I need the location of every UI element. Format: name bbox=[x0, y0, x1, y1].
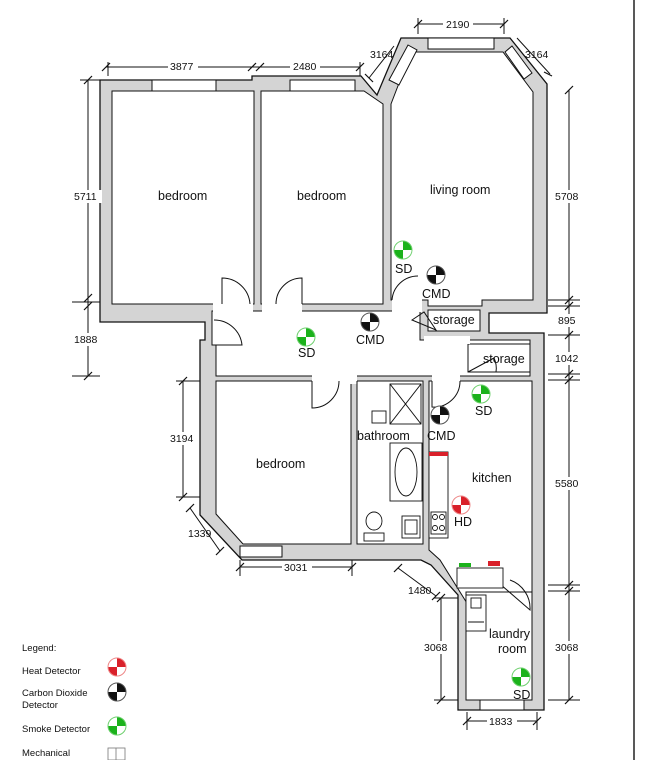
dim-bay-left: 3164 bbox=[370, 49, 394, 61]
carbon-detector-icon bbox=[430, 405, 450, 425]
dim-laundry-diag: 1480 bbox=[408, 585, 432, 597]
detector-label-sd-kitchen: SD bbox=[475, 404, 492, 418]
room-label-bedroom-3: bedroom bbox=[256, 457, 305, 471]
dim-left-upper: 5711 bbox=[74, 191, 97, 203]
door-kitchen bbox=[431, 380, 461, 408]
room-label-living-room: living room bbox=[430, 183, 490, 197]
detector-label-cmd-hall: CMD bbox=[356, 333, 384, 347]
window-laundry bbox=[479, 699, 525, 711]
dim-right-laundry: 3068 bbox=[555, 642, 579, 654]
dim-laundry-left: 3068 bbox=[424, 642, 448, 654]
detector-label-hd-kitchen: HD bbox=[454, 515, 472, 529]
room-label-laundry-room: room bbox=[498, 642, 526, 656]
heat-detector-icon bbox=[451, 495, 471, 515]
legend-mechanical-label: Mechanical bbox=[22, 748, 70, 759]
detector-label-cmd-kitchen: CMD bbox=[427, 429, 455, 443]
shower bbox=[389, 383, 422, 425]
detector-label-sd-laundry: SD bbox=[513, 688, 530, 702]
room-label-bathroom: bathroom bbox=[357, 429, 410, 443]
bed3-opening bbox=[312, 374, 347, 382]
dim-top-bedroom-2: 2480 bbox=[293, 61, 317, 73]
dim-right-storage-1: 895 bbox=[558, 315, 576, 327]
legend-heat-icon bbox=[107, 657, 127, 677]
window-bay-left bbox=[388, 44, 418, 86]
storage-1-area bbox=[427, 309, 481, 332]
smoke-detector-icon bbox=[471, 384, 491, 404]
dim-left-bedroom-3: 3194 bbox=[170, 433, 194, 445]
dim-left-diag: 1339 bbox=[188, 528, 212, 540]
room-label-storage-2: storage bbox=[483, 352, 525, 366]
storage-2-area bbox=[467, 343, 531, 373]
dim-bottom-bedroom-3: 3031 bbox=[284, 562, 308, 574]
room-label-bedroom-1: bedroom bbox=[158, 189, 207, 203]
door-bedroom-1 bbox=[221, 277, 251, 305]
room-label-kitchen: kitchen bbox=[472, 471, 512, 485]
hall-opening-3 bbox=[392, 298, 422, 312]
door-bedroom-2 bbox=[275, 277, 303, 305]
legend-smoke-label: Smoke Detector bbox=[22, 724, 90, 735]
detector-label-sd-hall: SD bbox=[298, 346, 315, 360]
dimension-labels: 3877 2480 3164 2190 3164 5711 1888 3194 … bbox=[72, 17, 583, 728]
dim-right-living: 5708 bbox=[555, 191, 579, 203]
window-bedroom-2 bbox=[289, 79, 356, 92]
dim-bay-top: 2190 bbox=[446, 19, 470, 31]
room-label-storage-1: storage bbox=[433, 313, 475, 327]
detector-label-sd-living: SD bbox=[395, 262, 412, 276]
dim-left-hall: 1888 bbox=[74, 334, 98, 346]
hallway-area bbox=[211, 310, 531, 377]
dim-top-bedroom-1: 3877 bbox=[170, 61, 194, 73]
smoke-detector-icon bbox=[296, 327, 316, 347]
legend: Legend: Heat Detector Carbon Dioxide Det… bbox=[22, 643, 127, 760]
kitchen-counter bbox=[428, 451, 449, 539]
mechanical-icon bbox=[107, 747, 126, 760]
smoke-detector-icon bbox=[393, 240, 413, 260]
carbon-detector-icon bbox=[426, 265, 446, 285]
dimension-lines bbox=[72, 18, 580, 730]
bathroom-cabinet bbox=[371, 410, 387, 424]
door-laundry bbox=[499, 579, 531, 612]
window-bay-right bbox=[504, 45, 533, 80]
detector-label-cmd-living: CMD bbox=[422, 287, 450, 301]
laundry-machines bbox=[456, 561, 504, 632]
hall-opening-1 bbox=[213, 300, 253, 312]
legend-smoke-icon bbox=[107, 716, 127, 736]
hall-opening-4 bbox=[424, 336, 470, 344]
door-storage-1 bbox=[410, 311, 438, 332]
kitchen-opening bbox=[432, 374, 460, 382]
door-hall-left bbox=[213, 319, 243, 346]
legend-heat-label: Heat Detector bbox=[22, 666, 81, 677]
toilet bbox=[363, 511, 385, 542]
legend-carbon-label-2: Detector bbox=[22, 700, 58, 711]
room-label-laundry: laundry bbox=[489, 627, 531, 641]
dim-right-storage-2: 1042 bbox=[555, 353, 579, 365]
door-living-room bbox=[391, 275, 419, 301]
legend-title: Legend: bbox=[22, 643, 56, 654]
hall-opening-2 bbox=[262, 300, 302, 312]
bathtub bbox=[389, 442, 423, 502]
room-label-bedroom-2: bedroom bbox=[297, 189, 346, 203]
dim-laundry-bottom: 1833 bbox=[489, 716, 513, 728]
bath-opening bbox=[345, 374, 357, 384]
window-bedroom-1 bbox=[151, 79, 217, 92]
carbon-detector-icon bbox=[360, 312, 380, 332]
legend-carbon-icon bbox=[107, 682, 127, 702]
bathroom-sink bbox=[401, 515, 421, 539]
window-bedroom-3 bbox=[239, 545, 283, 558]
window-bay-top bbox=[427, 37, 495, 50]
door-bedroom-3 bbox=[311, 380, 340, 409]
legend-carbon-label-1: Carbon Dioxide bbox=[22, 688, 87, 699]
dim-right-kitchen: 5580 bbox=[555, 478, 579, 490]
dim-bay-right: 3164 bbox=[525, 49, 549, 61]
door-storage-2 bbox=[467, 357, 497, 373]
smoke-detector-icon bbox=[511, 667, 531, 687]
